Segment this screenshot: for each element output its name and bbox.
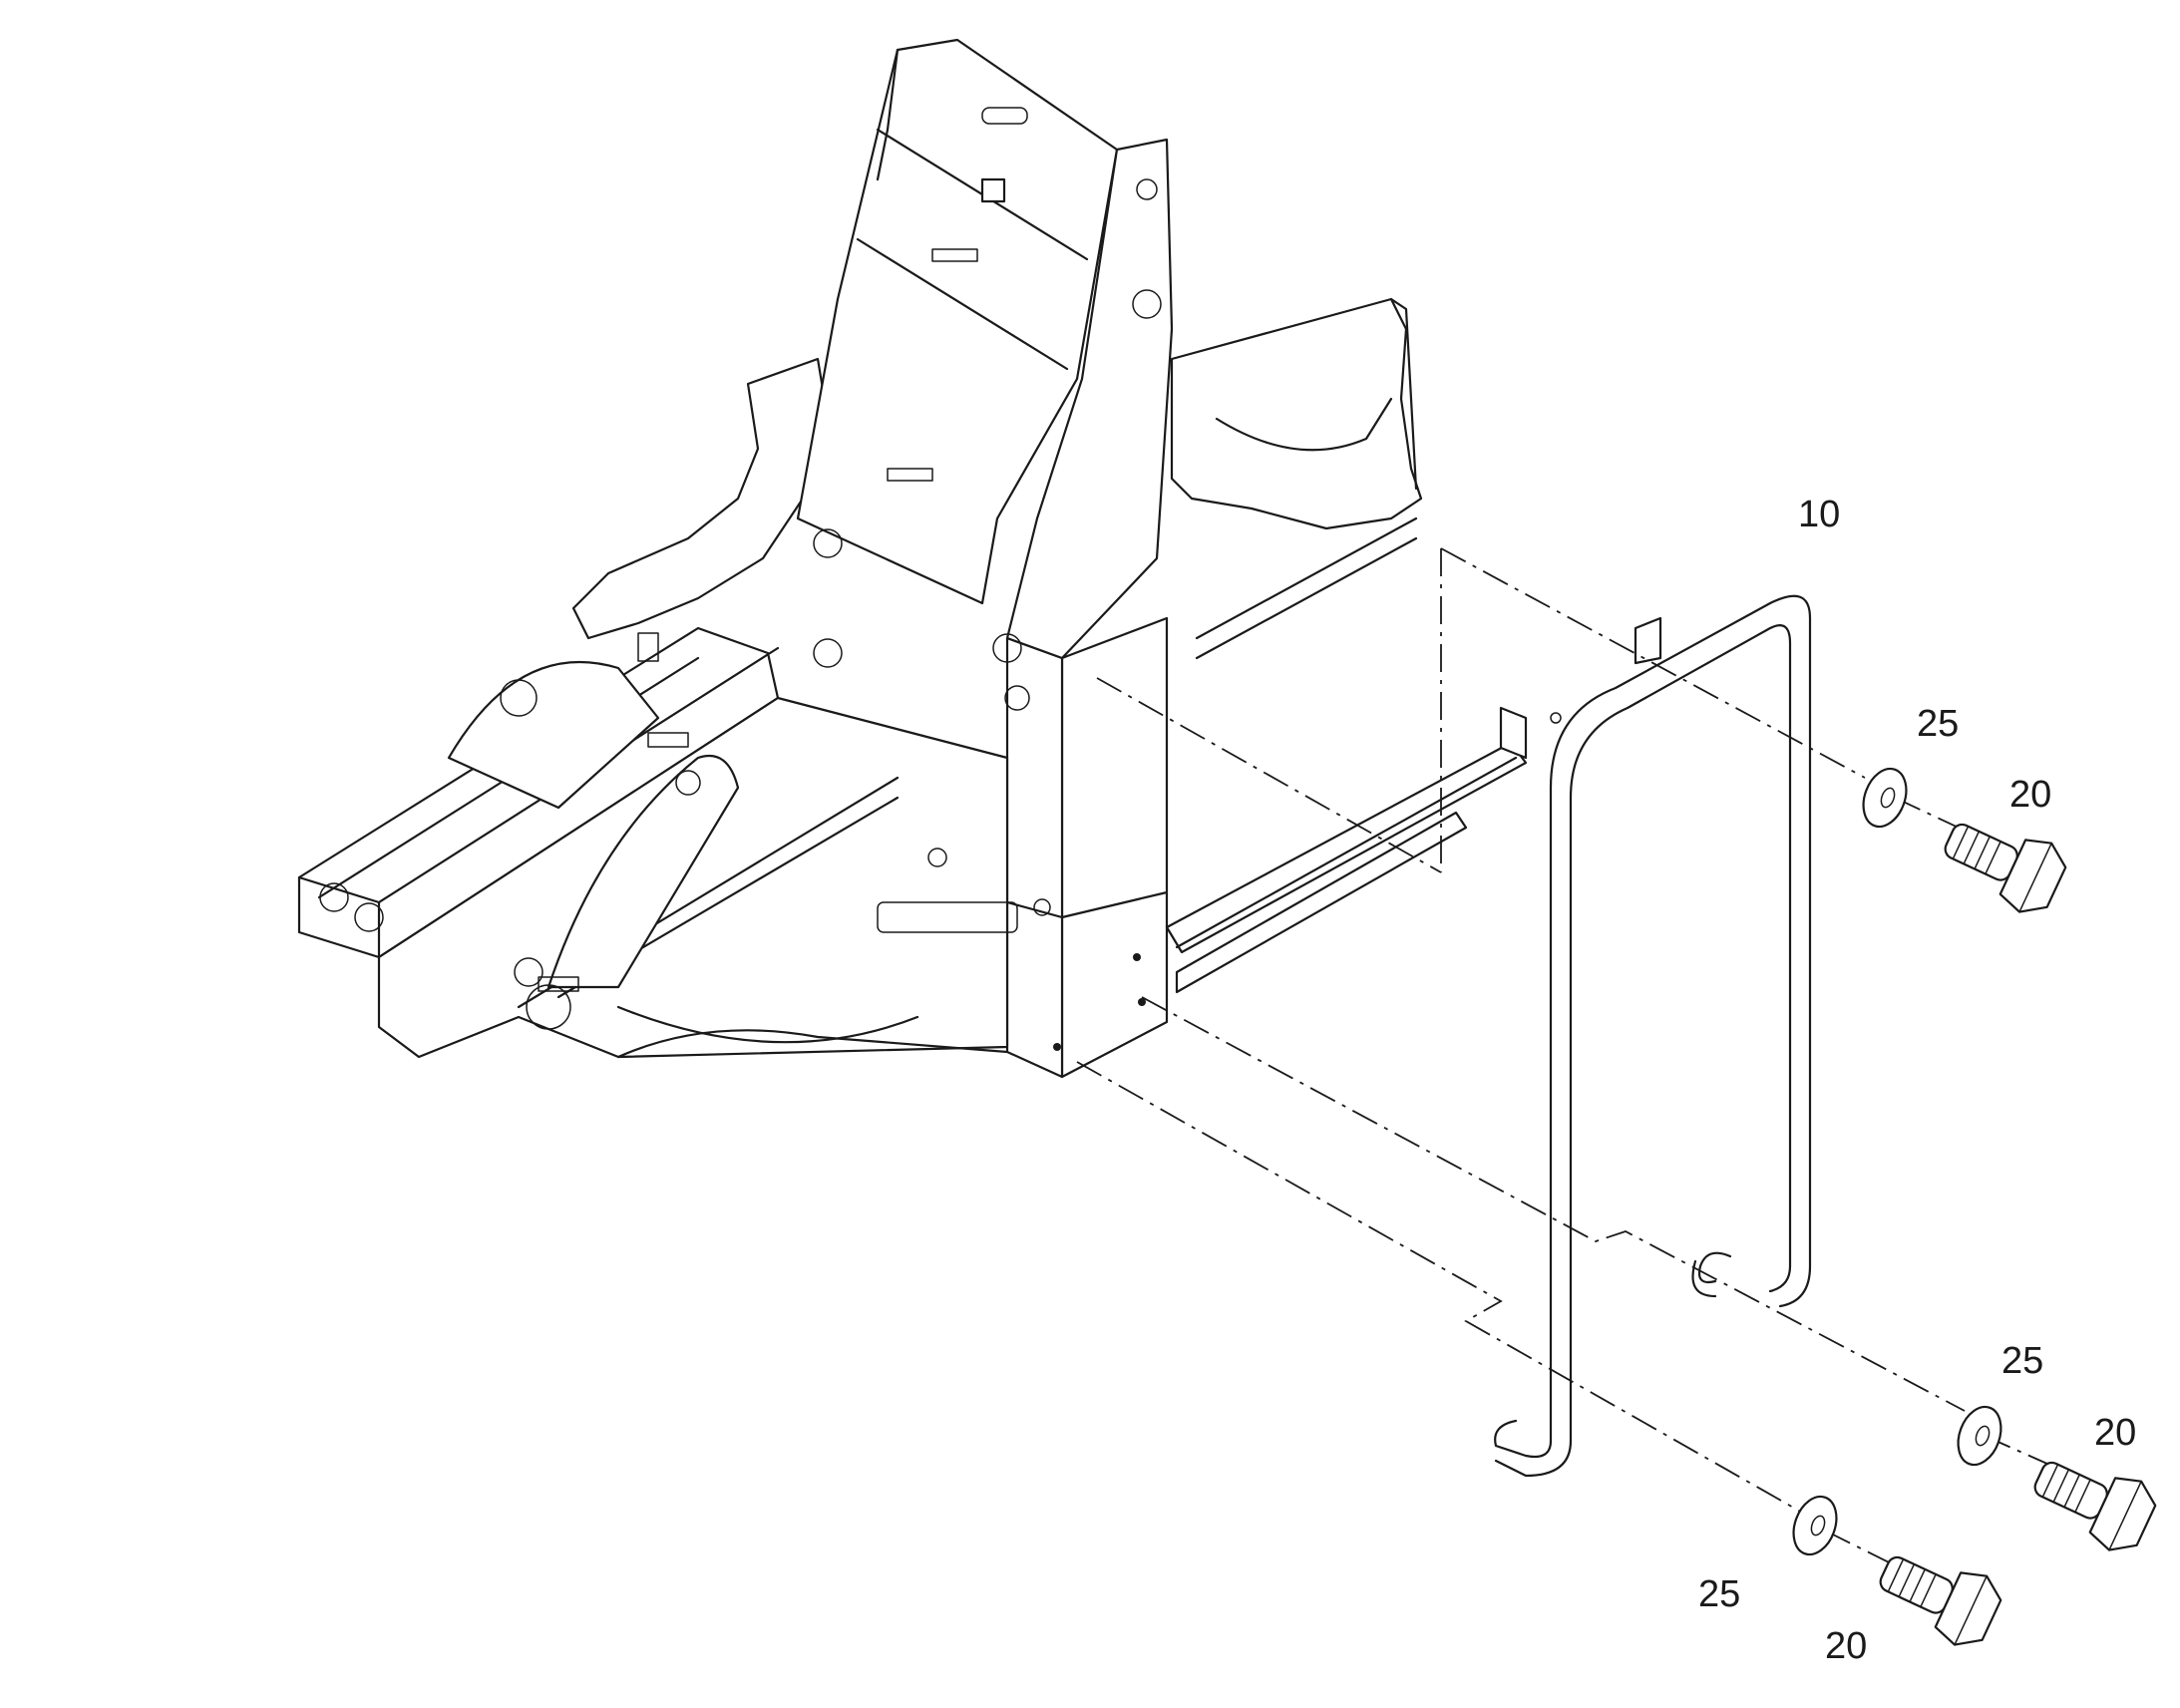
- bolt-part: [2033, 1461, 2157, 1551]
- callout-25: 25: [1698, 1573, 1741, 1615]
- machine-frame: [297, 38, 1528, 1079]
- callout-20: 20: [2094, 1412, 2137, 1454]
- alignment-lines: [1076, 547, 2075, 1576]
- callout-25: 25: [1917, 703, 1960, 745]
- callout-20: 20: [1825, 1625, 1868, 1667]
- callout-25: 25: [2001, 1340, 2044, 1382]
- bolt-part: [1879, 1555, 2002, 1646]
- washer-part: [1862, 767, 1908, 829]
- handrail-part: [1494, 594, 1812, 1478]
- washer-part: [1957, 1405, 2002, 1467]
- washer-part: [1792, 1495, 1838, 1556]
- callout-20: 20: [2009, 774, 2052, 816]
- bolt-part: [1944, 823, 2067, 913]
- callout-10: 10: [1798, 494, 1841, 535]
